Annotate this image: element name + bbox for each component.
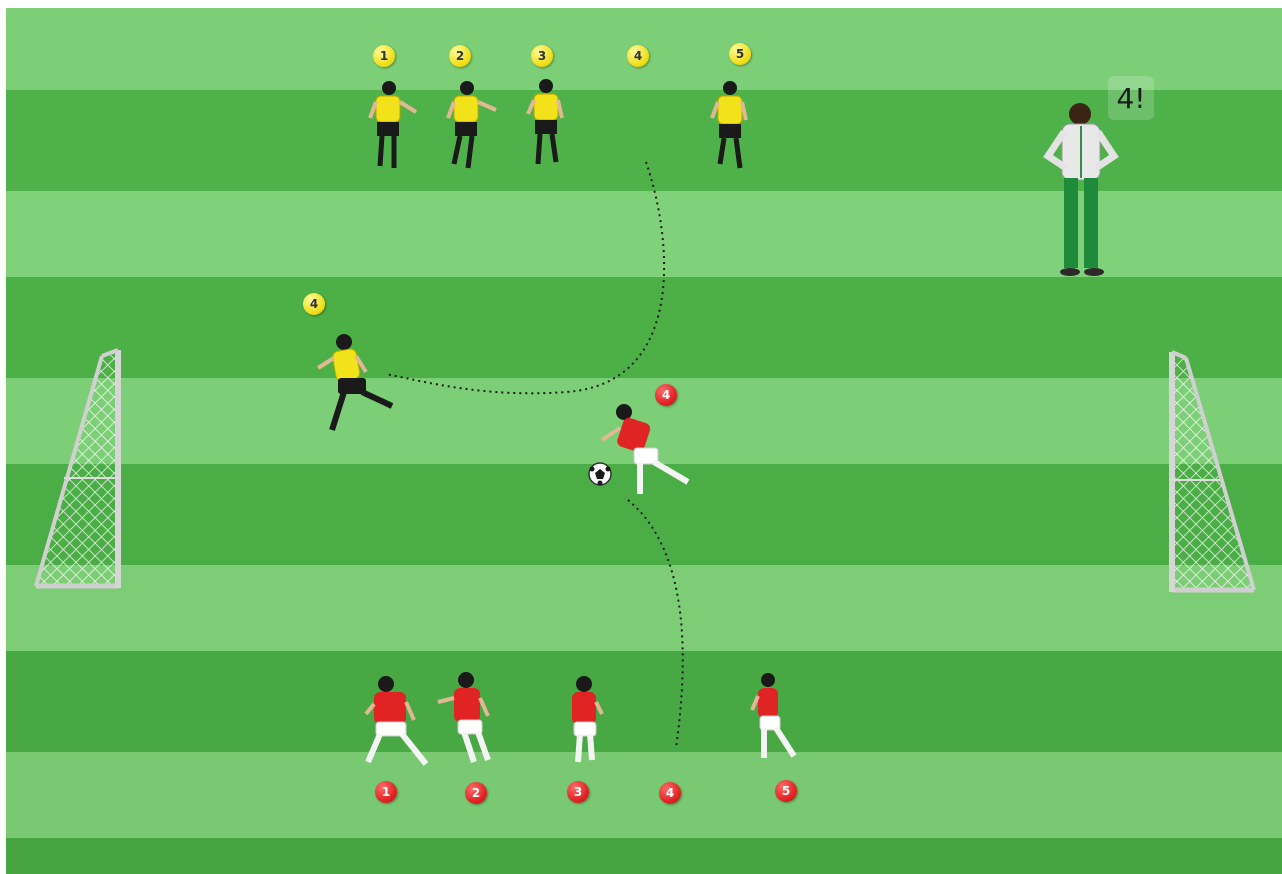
red-marker-1: 1 <box>375 781 397 803</box>
coach-callout: 4! <box>1108 76 1154 120</box>
red-marker-4: 4 <box>659 782 681 804</box>
yellow-marker-2: 2 <box>449 45 471 67</box>
soccer-pitch <box>6 8 1282 874</box>
yellow-marker-3: 3 <box>531 45 553 67</box>
red-active-marker: 4 <box>655 384 677 406</box>
yellow-active-marker: 4 <box>303 293 325 315</box>
yellow-marker-4: 4 <box>627 45 649 67</box>
red-marker-5: 5 <box>775 780 797 802</box>
soccer-ball-icon <box>589 463 611 486</box>
red-marker-2: 2 <box>465 782 487 804</box>
yellow-marker-5: 5 <box>729 43 751 65</box>
red-marker-3: 3 <box>567 781 589 803</box>
yellow-marker-1: 1 <box>373 45 395 67</box>
